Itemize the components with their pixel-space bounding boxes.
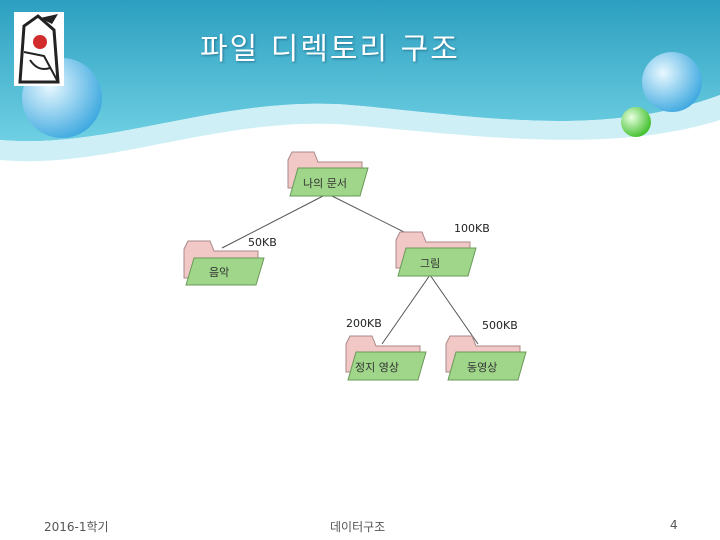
edge-root-music (221, 194, 326, 249)
edge-pictures-still (381, 274, 431, 345)
size-label-pictures: 100KB (454, 222, 490, 235)
folder-label-still: 정지 영상 (355, 361, 399, 374)
edge-pictures-video (429, 274, 479, 345)
decorative-bubble (642, 52, 702, 112)
page-number: 4 (670, 518, 678, 532)
folder-icon (445, 335, 527, 381)
folder-icon (183, 240, 265, 286)
size-label-video: 500KB (482, 319, 518, 332)
size-label-music: 50KB (248, 236, 277, 249)
folder-icon (395, 231, 477, 277)
size-label-still: 200KB (346, 317, 382, 330)
folder-label-root: 나의 문서 (303, 177, 347, 190)
duke-logo-icon (14, 12, 64, 86)
folder-label-pictures: 그림 (420, 257, 441, 270)
footer-semester: 2016-1학기 (44, 520, 109, 534)
folder-icon (287, 151, 369, 197)
folder-label-video: 동영상 (467, 361, 498, 374)
decorative-bubble (621, 107, 651, 137)
folder-label-music: 음악 (209, 266, 230, 279)
folder-icon (345, 335, 427, 381)
slide-title: 파일 디렉토리 구조 (200, 32, 460, 67)
footer-course: 데이터구조 (330, 520, 386, 534)
